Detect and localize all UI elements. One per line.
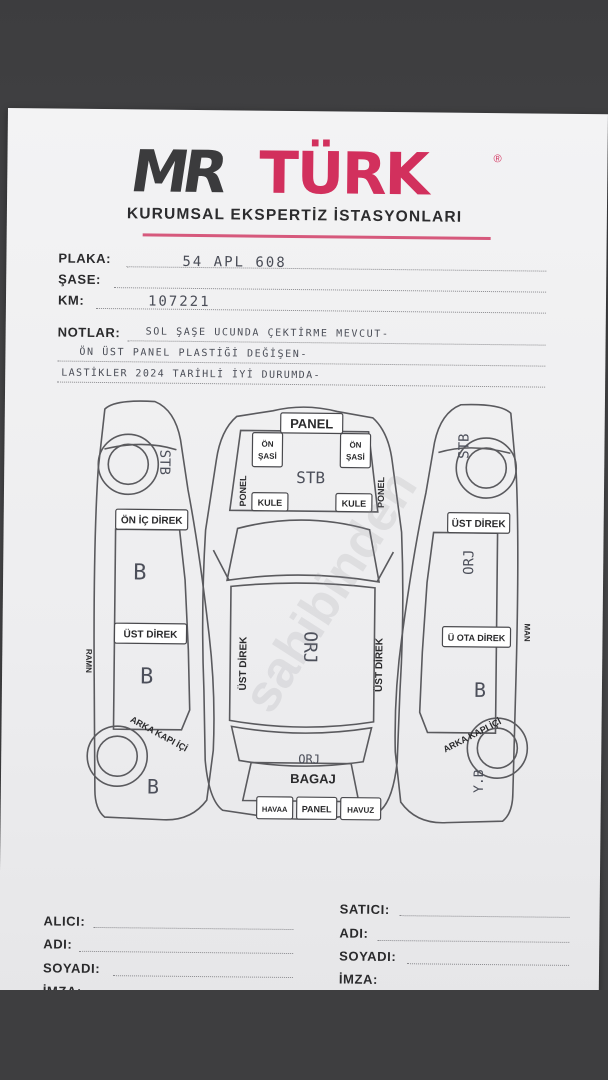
alici-label: ALICI: [43,913,86,929]
satici-adi-label: ADI: [339,925,369,941]
label-ust-direk-vertical-left: ÜST DİREK [236,636,250,691]
label-havuz: HAVUZ [347,806,374,815]
label-bagaj: BAGAJ [290,771,336,786]
label-kule-left: KULE [258,498,283,508]
annot-b-right: B [474,678,486,702]
annot-orj-right: ORJ [461,549,477,574]
label-side-right: MAN [522,623,531,642]
car-damage-diagram: PANEL ÖN ŞASİ ÖN ŞASİ KULE KULE PONEL PO… [84,400,532,824]
inspection-form: MR TÜRK ® KURUMSAL EKSPERTİZ İSTASYONLAR… [0,108,608,1015]
label-ust-direk-vertical-right: ÜST DİREK [372,637,386,692]
satici-soyadi-label: SOYADI: [339,948,397,965]
label-ponel-right: PONEL [376,476,386,508]
label-panel-top: PANEL [290,416,333,431]
left-car-outline [93,400,215,821]
label-kule-right: KULE [342,499,367,509]
label-panel-bottom: PANEL [302,804,332,814]
annot-stb-left: STB [156,450,172,475]
satici-imza-label: İMZA: [338,971,379,987]
left-car-window-line [112,528,191,731]
label-on-sasi-right-2: ŞASİ [346,453,365,462]
center-windshield [226,519,381,583]
annot-stb-right: STB [456,433,472,458]
adi-label: ADI: [43,936,73,952]
right-car-outline [394,403,519,824]
annot-yb-right: Y.B [472,769,487,793]
label-on-sasi-left-2: ŞASİ [258,452,277,461]
label-ust-direk-right: ÜST DİREK [452,517,507,531]
bottom-dark-surface [0,990,608,1080]
label-ponel-left: PONEL [238,475,248,507]
annot-b-2: B [140,664,154,689]
label-side-left: RAMN [84,649,93,673]
soyadi-label: SOYADI: [42,960,101,977]
label-on-ic-direk: ÖN İÇ DİREK [121,513,184,527]
satici-label: SATICI: [339,901,390,918]
label-on-sasi-left: ÖN [261,440,273,449]
label-arka-kapi-ici-right: ARKA KAPI İÇİ [442,716,503,754]
label-on-sasi-right: ÖN [349,441,361,450]
label-orta-direk-right: Ü OTA DİREK [448,633,506,644]
center-roof [228,582,376,728]
annot-orj-center: ORJ [299,631,320,664]
annot-b-3: B [147,774,159,798]
annot-stb-center: STB [296,468,325,487]
label-havaa: HAVAA [262,805,288,814]
annot-orj-bagaj: ORJ [298,752,320,766]
label-ust-direk-left: ÜST DİREK [123,627,178,641]
annot-b-1: B [133,560,147,585]
center-rear-window [230,725,373,767]
